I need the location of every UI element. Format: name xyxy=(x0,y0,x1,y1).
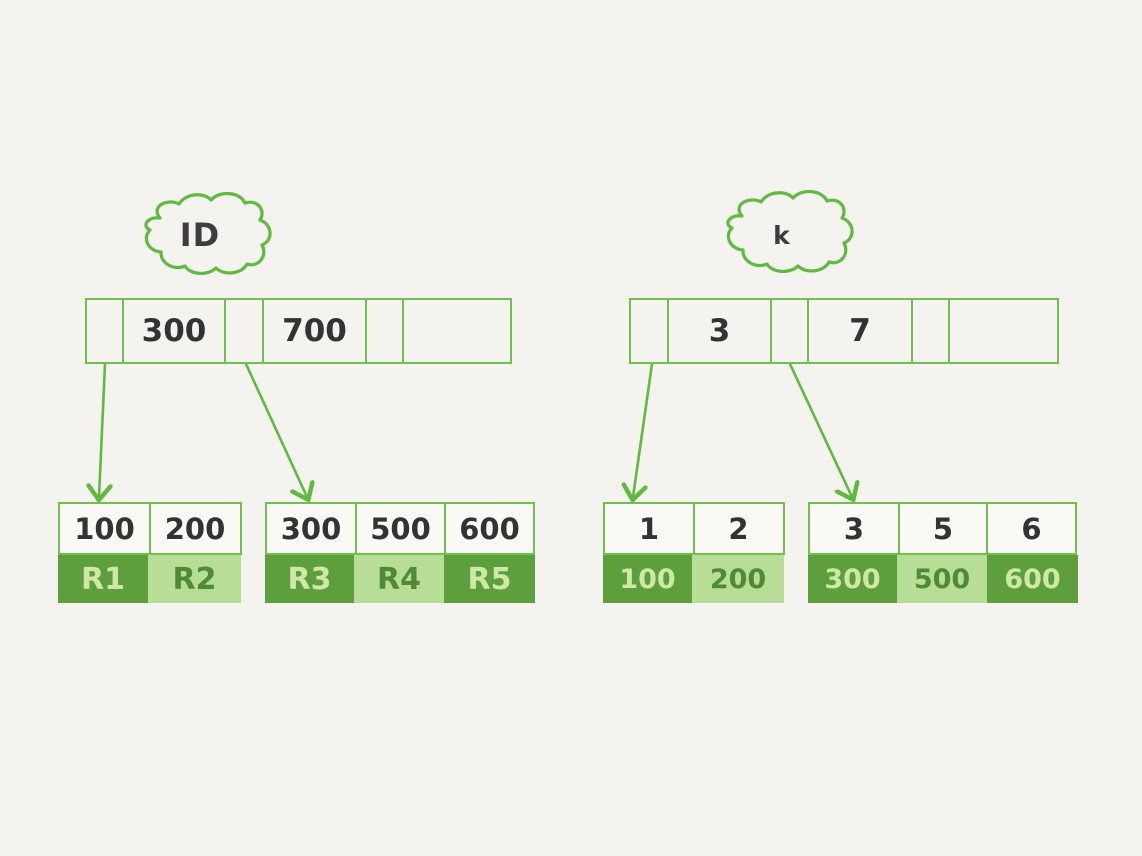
id-leaf-node-1: 100 200 R1 R2 xyxy=(58,502,242,603)
k-root-blank[interactable] xyxy=(947,298,1059,364)
id-leaf-1-key-0[interactable]: 100 xyxy=(58,502,151,555)
id-leaf-2-value-2[interactable]: R5 xyxy=(444,555,535,603)
id-leaf-2-values: R3 R4 R5 xyxy=(265,555,535,603)
k-root-node: 3 7 xyxy=(629,298,1059,364)
k-root-pointer-1[interactable] xyxy=(770,298,809,364)
id-leaf-1-value-0[interactable]: R1 xyxy=(58,555,148,603)
id-leaf-1-values: R1 R2 xyxy=(58,555,242,603)
k-leaf-1-key-0[interactable]: 1 xyxy=(603,502,695,555)
k-leaf-2-value-1[interactable]: 500 xyxy=(897,555,987,603)
id-leaf-1-value-1[interactable]: R2 xyxy=(148,555,241,603)
id-root-key-0[interactable]: 300 xyxy=(121,298,227,364)
id-root-pointer-2[interactable] xyxy=(365,298,404,364)
id-leaf-1-key-1[interactable]: 200 xyxy=(148,502,242,555)
id-root-pointer-0[interactable] xyxy=(85,298,124,364)
k-leaf-2-key-1[interactable]: 5 xyxy=(897,502,989,555)
cloud-label-k: k xyxy=(712,203,852,267)
id-leaf-1-keys: 100 200 xyxy=(58,502,242,555)
id-leaf-2-key-2[interactable]: 600 xyxy=(444,502,535,555)
edge-k-root-to-leaf2 xyxy=(788,362,852,497)
id-root-blank[interactable] xyxy=(401,298,512,364)
id-leaf-2-value-0[interactable]: R3 xyxy=(265,555,354,603)
edge-id-root-to-leaf1 xyxy=(99,362,105,497)
id-root-pointer-1[interactable] xyxy=(224,298,264,364)
id-root-key-1[interactable]: 700 xyxy=(261,298,368,364)
cloud-label-id-text: ID xyxy=(179,216,221,254)
cloud-label-k-text: k xyxy=(773,220,791,250)
edge-id-root-to-leaf2 xyxy=(244,362,307,497)
k-leaf-1-value-1[interactable]: 200 xyxy=(692,555,784,603)
k-leaf-1-keys: 1 2 xyxy=(603,502,785,555)
cloud-label-id: ID xyxy=(130,203,270,267)
k-leaf-1-values: 100 200 xyxy=(603,555,785,603)
k-root-key-1[interactable]: 7 xyxy=(806,298,914,364)
k-leaf-2-values: 300 500 600 xyxy=(808,555,1078,603)
k-leaf-2-value-2[interactable]: 600 xyxy=(987,555,1078,603)
id-leaf-2-key-0[interactable]: 300 xyxy=(265,502,357,555)
id-root-node: 300 700 xyxy=(85,298,512,364)
k-leaf-node-2: 3 5 6 300 500 600 xyxy=(808,502,1078,603)
id-leaf-2-key-1[interactable]: 500 xyxy=(354,502,447,555)
k-leaf-1-key-1[interactable]: 2 xyxy=(692,502,785,555)
id-leaf-2-keys: 300 500 600 xyxy=(265,502,535,555)
k-leaf-2-key-0[interactable]: 3 xyxy=(808,502,900,555)
k-leaf-2-key-2[interactable]: 6 xyxy=(986,502,1077,555)
k-root-pointer-0[interactable] xyxy=(629,298,669,364)
k-root-key-0[interactable]: 3 xyxy=(666,298,773,364)
k-leaf-1-value-0[interactable]: 100 xyxy=(603,555,692,603)
k-leaf-2-value-0[interactable]: 300 xyxy=(808,555,897,603)
k-root-pointer-2[interactable] xyxy=(911,298,950,364)
k-leaf-node-1: 1 2 100 200 xyxy=(603,502,785,603)
id-leaf-2-value-1[interactable]: R4 xyxy=(354,555,444,603)
id-leaf-node-2: 300 500 600 R3 R4 R5 xyxy=(265,502,535,603)
k-leaf-2-keys: 3 5 6 xyxy=(808,502,1078,555)
edge-k-root-to-leaf1 xyxy=(633,362,654,497)
